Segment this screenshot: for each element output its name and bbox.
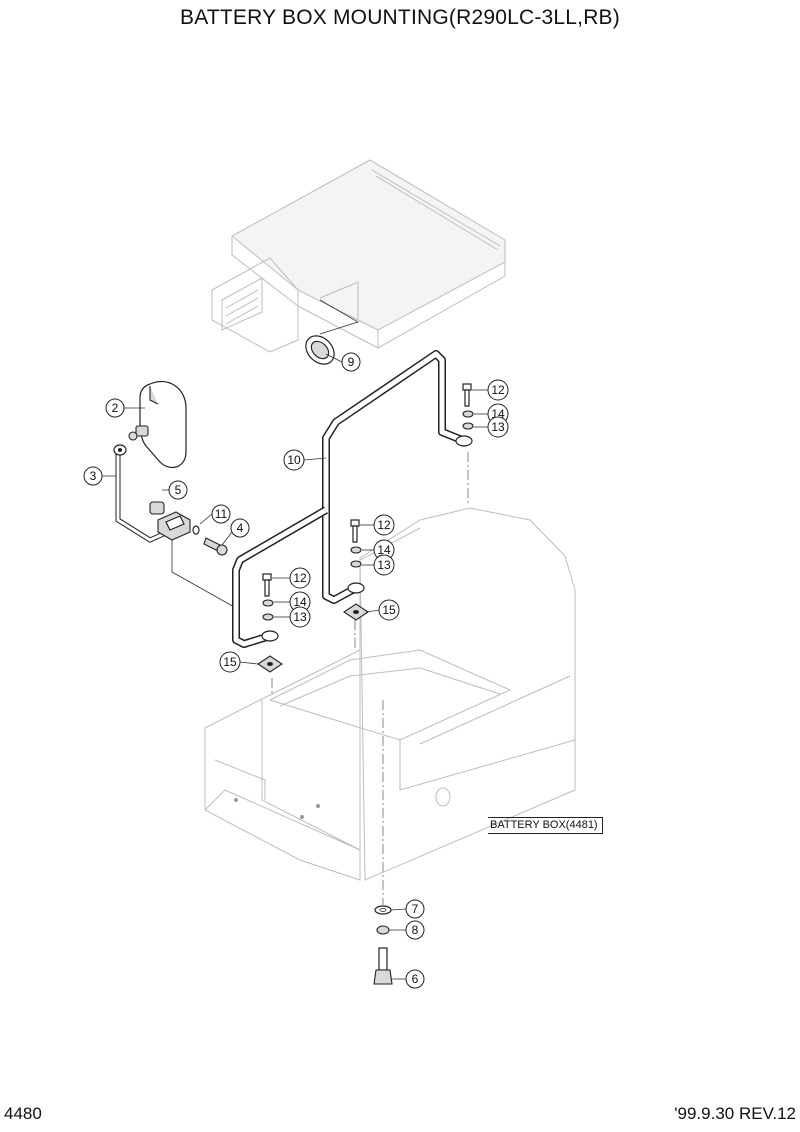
callout-9: 9 [341,352,361,372]
callout-14: 14 [373,539,395,561]
assembly-lines [171,299,469,905]
battery-box-body-ghost [204,507,576,881]
mounting-plate-parts [257,603,369,673]
svg-text:12: 12 [293,571,307,585]
callout-12: 12 [373,514,395,536]
callout-6: 6 [405,969,425,989]
svg-text:8: 8 [412,923,419,937]
svg-text:5: 5 [175,483,182,497]
mirror-stay-part [113,444,170,543]
grommet-part [305,335,335,365]
bolt-stack-left [262,573,274,621]
page-number: 4480 [4,1104,42,1123]
revision-date: '99.9.30 REV.12 [674,1104,796,1123]
clamp-part [149,501,191,541]
svg-text:9: 9 [348,355,355,369]
svg-text:14: 14 [293,595,307,609]
bottom-fastener-parts [373,905,393,985]
callout-14: 14 [289,591,311,613]
callout-4: 4 [230,518,250,538]
battery-box-lid-ghost [211,159,506,353]
svg-text:13: 13 [293,610,307,624]
svg-text:10: 10 [287,453,301,467]
svg-text:3: 3 [90,469,97,483]
callout-13: 13 [289,606,311,628]
svg-text:14: 14 [377,543,391,557]
callout-13: 13 [487,416,509,438]
callout-leaders [102,353,488,980]
svg-text:6: 6 [412,972,419,986]
callout-10: 10 [283,449,305,471]
callout-7: 7 [405,899,425,919]
battery-box-reference-label: BATTERY BOX(4481) [488,817,603,834]
callout-5: 5 [168,480,188,500]
bolt-stack-right [462,383,474,430]
handrail-part [232,350,473,648]
callout-12: 12 [487,379,509,401]
svg-text:7: 7 [412,902,419,916]
page-title: BATTERY BOX MOUNTING(R290LC-3LL,RB) [180,6,620,29]
svg-text:15: 15 [223,655,237,669]
callout-2: 2 [105,398,125,418]
callout-15: 15 [378,599,400,621]
callout-12: 12 [289,567,311,589]
callout-11: 11 [211,504,231,524]
bolt-stack-middle [350,519,362,568]
mirror-part [128,380,187,469]
callout-8: 8 [405,920,425,940]
callout-3: 3 [83,466,103,486]
svg-text:4: 4 [237,521,244,535]
callout-15: 15 [219,651,241,673]
svg-text:13: 13 [377,558,391,572]
svg-text:13: 13 [491,420,505,434]
bolt-washer-part [192,525,228,556]
svg-text:15: 15 [382,603,396,617]
svg-text:12: 12 [377,518,391,532]
svg-text:2: 2 [112,401,119,415]
svg-text:11: 11 [215,507,228,521]
svg-text:12: 12 [491,383,505,397]
callout-13: 13 [373,554,395,576]
